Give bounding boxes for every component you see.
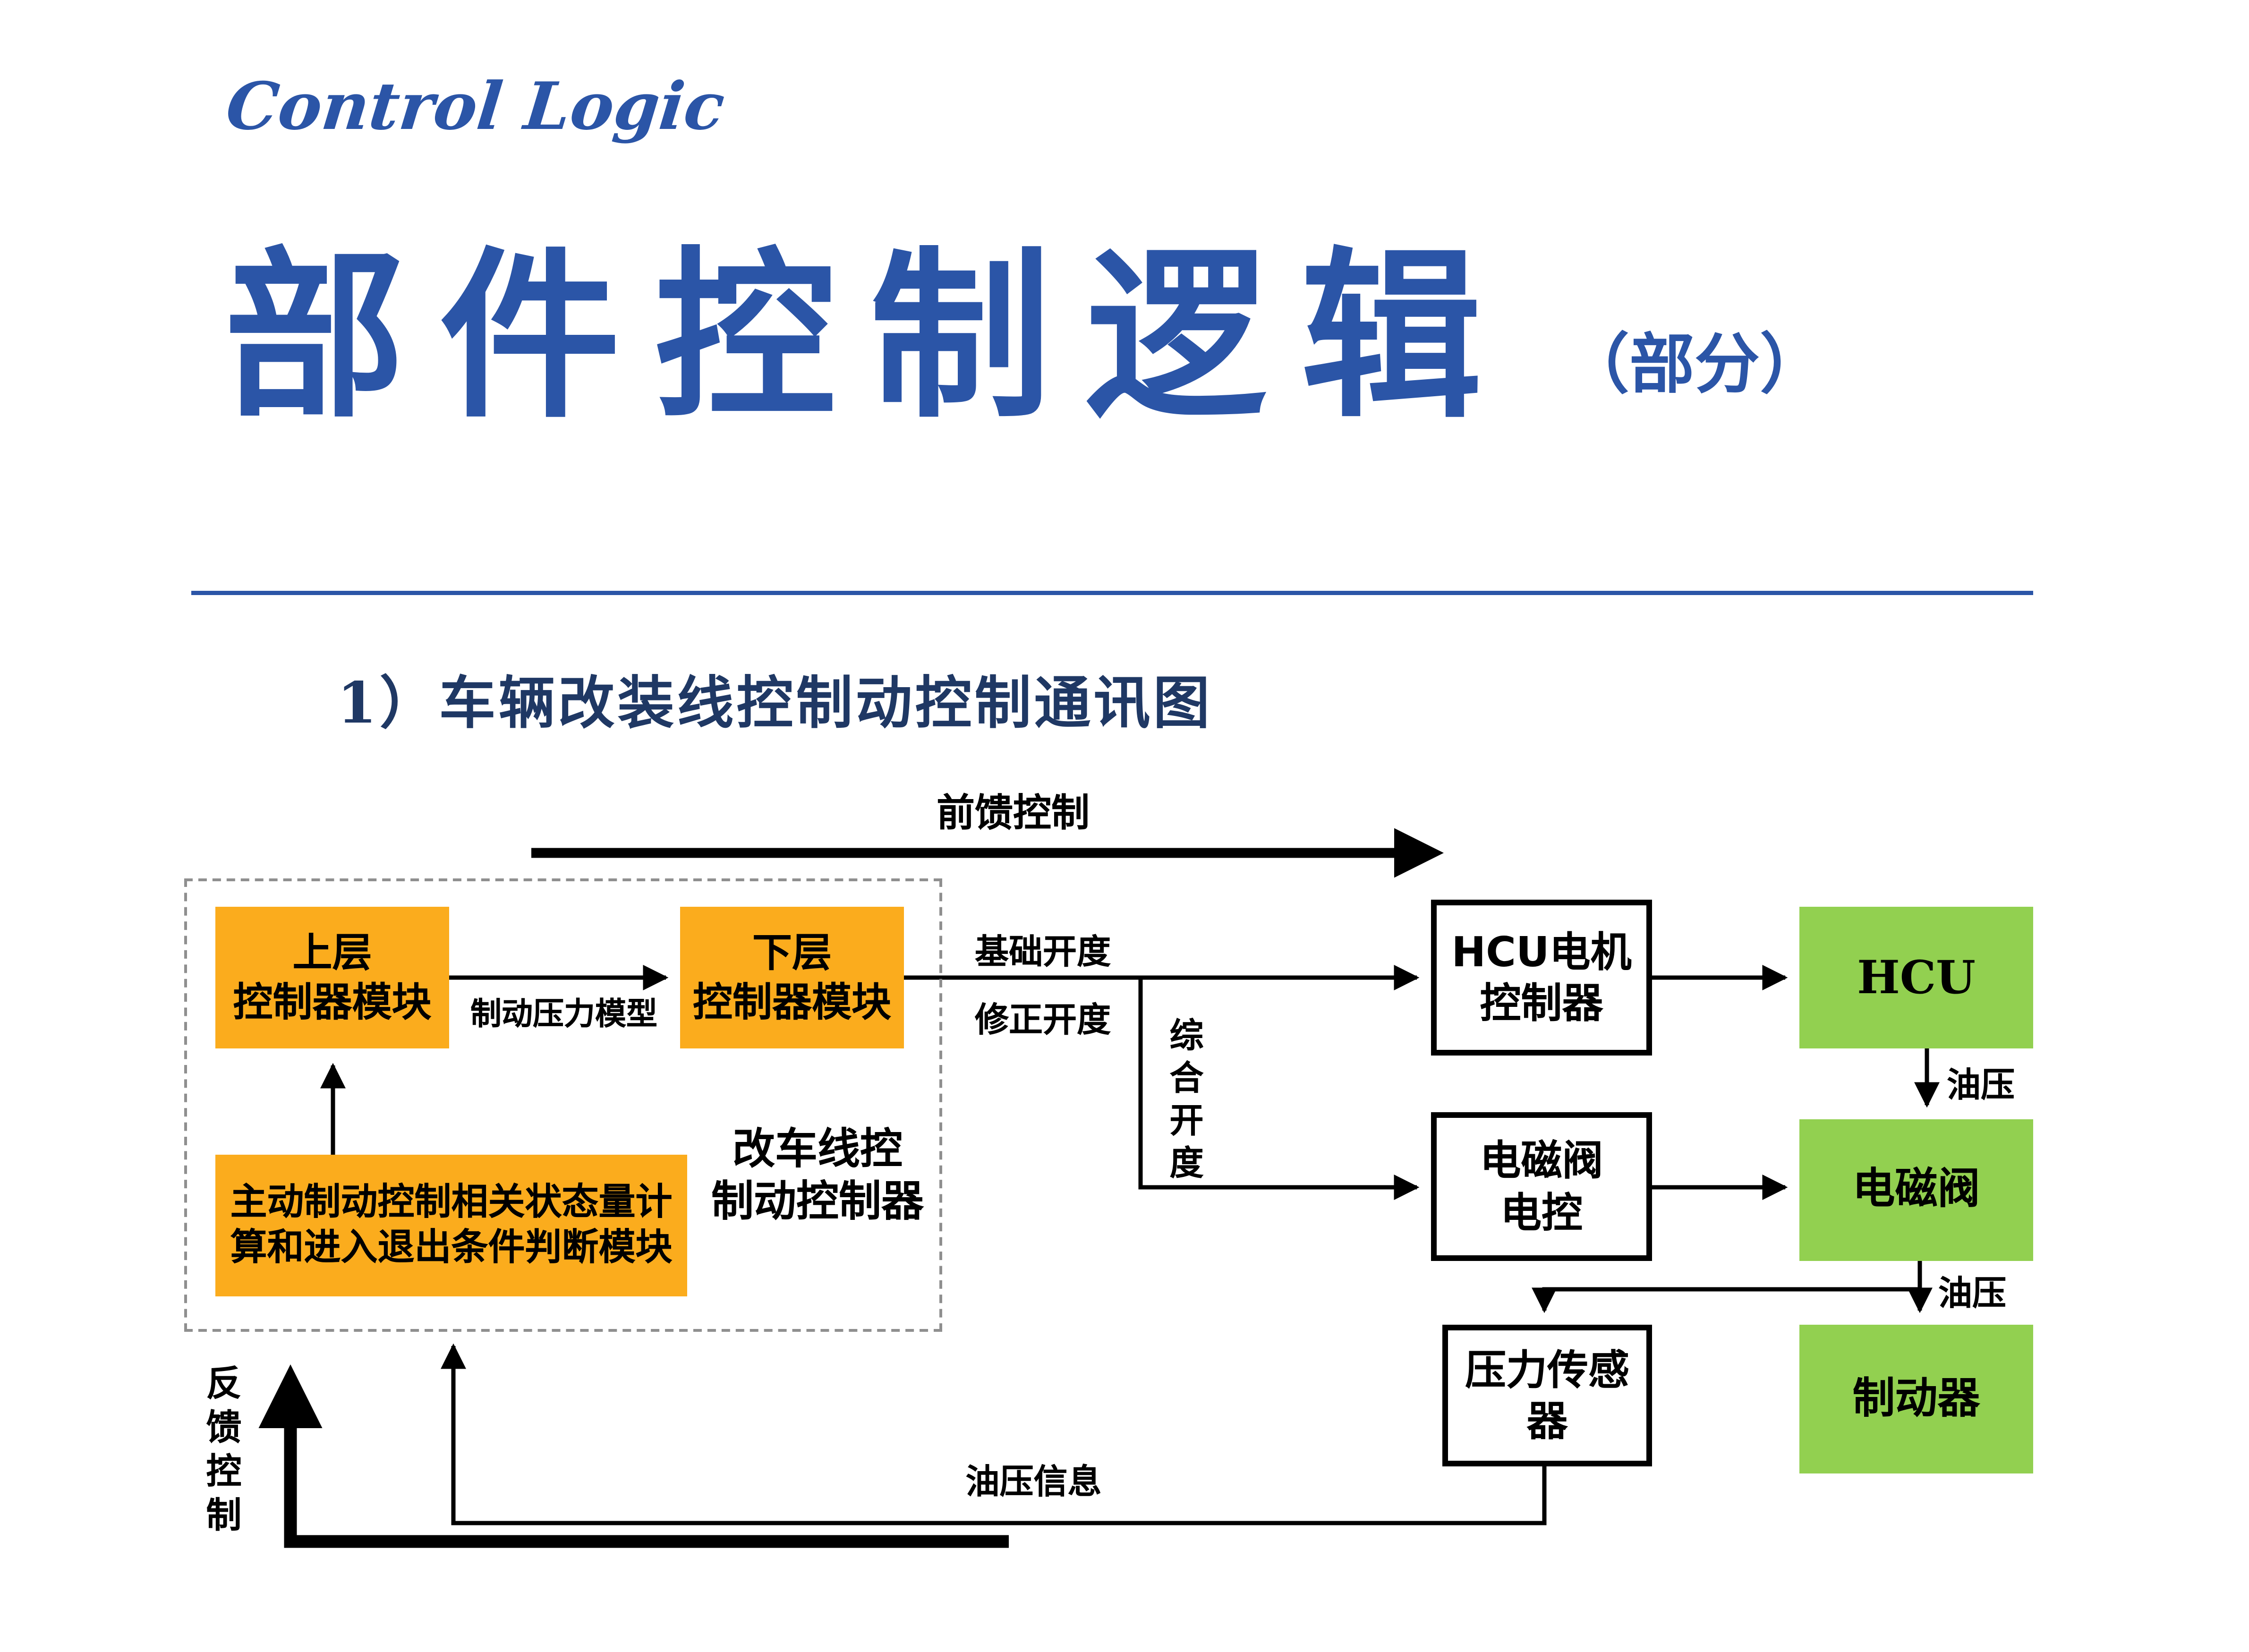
section-heading: 1）车辆改装线控制动控制通讯图 [337, 670, 1213, 737]
box-pressure-sensor: 压力传感 器 [1442, 1325, 1652, 1466]
label-corrected-opening: 修正开度 [975, 1000, 1111, 1040]
label-oil-pressure-info: 油压信息 [965, 1462, 1102, 1502]
label-feedback: 反馈控制 [201, 1364, 242, 1540]
page-title: 部件控制逻辑 [224, 231, 1516, 443]
label-oil-pressure-valve: 油压 [1938, 1274, 2006, 1313]
box-hcu-motor-line1: HCU电机 [1451, 928, 1632, 976]
frame-brake-by-wire-controller [184, 878, 942, 1332]
box-lower-controller: 下层 控制器模块 [680, 907, 904, 1048]
box-state-module: 主动制动控制相关状态量计 算和进入退出条件判断模块 [215, 1155, 687, 1296]
label-feedforward: 前馈控制 [937, 792, 1090, 836]
label-base-opening: 基础开度 [975, 932, 1111, 972]
box-hcu-label: HCU [1857, 951, 1976, 1005]
label-oil-pressure-hcu: 油压 [1947, 1065, 2015, 1105]
box-pressure-sensor-line1: 压力传感 [1465, 1345, 1629, 1394]
box-upper-controller-line1: 上层 [292, 929, 372, 976]
title-row: 部件控制逻辑 （部分） [224, 238, 1825, 437]
box-state-module-line2: 算和进入退出条件判断模块 [230, 1227, 673, 1269]
box-state-module-line1: 主动制动控制相关状态量计 [230, 1181, 673, 1224]
box-upper-controller-line2: 控制器模块 [233, 979, 432, 1026]
box-solenoid-valve-label: 电磁阀 [1852, 1165, 1980, 1215]
divider-line [191, 591, 2033, 595]
box-solenoid-valve-control: 电磁阀 电控 [1431, 1112, 1652, 1261]
box-lower-controller-line2: 控制器模块 [692, 979, 891, 1026]
label-brake-by-wire-controller: 改车线控 制动控制器 [691, 1119, 944, 1233]
label-brake-pressure-model: 制动压力模型 [470, 997, 657, 1033]
box-hcu-motor-line2: 控制器 [1480, 979, 1603, 1027]
box-brake: 制动器 [1799, 1325, 2033, 1473]
box-upper-controller: 上层 控制器模块 [215, 907, 449, 1048]
label-combined-opening: 综合开度 [1163, 1016, 1203, 1187]
box-pressure-sensor-line2: 器 [1526, 1397, 1568, 1445]
page-title-suffix: （部分） [1564, 325, 1825, 402]
box-solenoid-control-line1: 电磁阀 [1480, 1136, 1603, 1185]
label-brake-by-wire-line2: 制动控制器 [711, 1177, 924, 1227]
box-lower-controller-line1: 下层 [752, 929, 832, 976]
box-brake-label: 制动器 [1852, 1374, 1980, 1424]
box-solenoid-valve: 电磁阀 [1799, 1119, 2033, 1261]
box-hcu-motor-controller: HCU电机 控制器 [1431, 900, 1652, 1056]
box-hcu: HCU [1799, 907, 2033, 1048]
label-brake-by-wire-line1: 改车线控 [733, 1124, 903, 1174]
box-solenoid-control-line2: 电控 [1500, 1188, 1583, 1236]
